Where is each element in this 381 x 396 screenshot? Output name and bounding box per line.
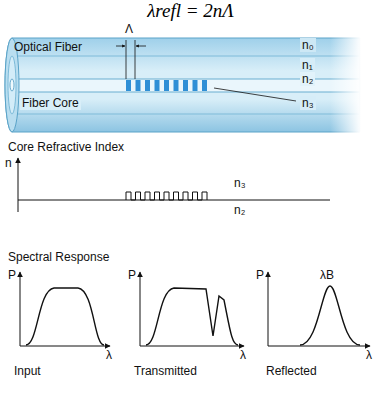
axis-label: P — [8, 268, 16, 282]
spectral-plots — [20, 272, 370, 346]
axis-label: λ — [240, 348, 246, 362]
index-label: n₃ — [300, 96, 316, 110]
index-label: n₂ — [300, 72, 315, 86]
section-heading: Core Refractive Index — [8, 140, 124, 154]
axis-label: n — [5, 156, 12, 170]
axis-label: P — [256, 268, 264, 282]
section-heading: Spectral Response — [8, 250, 109, 264]
level-label: n₃ — [234, 176, 246, 190]
axis-label: P — [128, 268, 136, 282]
part-label: Fiber Core — [20, 96, 81, 110]
part-label: Optical Fiber — [14, 40, 82, 54]
axis-label: λ — [106, 348, 112, 362]
peak-label: λB — [320, 268, 334, 282]
formula-title: λrefl = 2nΛ — [0, 0, 381, 22]
level-label: n₂ — [234, 203, 245, 217]
optical-fiber — [5, 37, 361, 133]
bragg-grating — [126, 80, 207, 91]
period-marker — [116, 40, 146, 79]
plot-caption: Reflected — [266, 364, 317, 378]
index-label: n₀ — [300, 38, 316, 52]
period-symbol: Λ — [125, 22, 133, 36]
plot-caption: Input — [14, 364, 41, 378]
plot-caption: Transmitted — [134, 364, 197, 378]
index-label: n₁ — [300, 58, 315, 72]
leader-line — [214, 88, 296, 101]
refractive-index-plot — [18, 158, 330, 212]
axis-label: λ — [366, 348, 372, 362]
